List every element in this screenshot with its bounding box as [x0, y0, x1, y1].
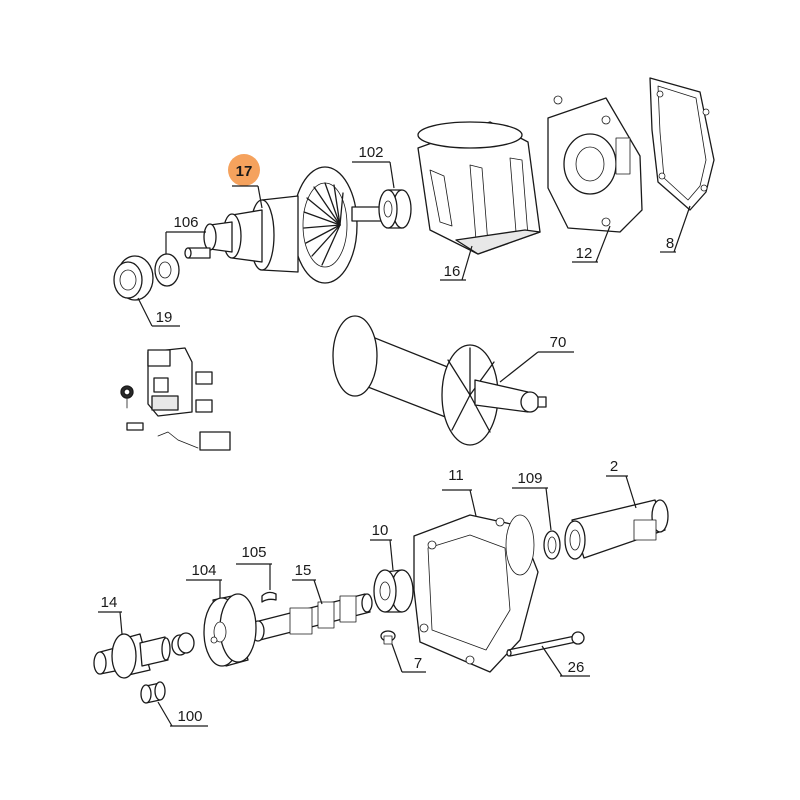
bearing-part-102[interactable]: [378, 189, 412, 229]
callout-102-label: 102: [358, 144, 383, 161]
side-handle-part-70[interactable]: [332, 315, 547, 446]
callout-106[interactable]: 106: [165, 214, 206, 254]
pinion-shaft-part-15[interactable]: [251, 593, 373, 642]
callout-105-label: 105: [241, 544, 266, 561]
gear-part-104[interactable]: [203, 593, 257, 667]
armature-part-17[interactable]: [184, 166, 383, 284]
callout-100[interactable]: 100: [157, 701, 208, 727]
callout-26-label: 26: [568, 659, 585, 676]
callout-8[interactable]: 8: [660, 205, 691, 253]
washer-part-109[interactable]: [543, 530, 561, 560]
sleeve-part-2[interactable]: [564, 499, 669, 560]
callout-10-label: 10: [372, 522, 389, 539]
callout-17-highlight: [228, 154, 260, 186]
callout-26[interactable]: 26: [541, 645, 590, 677]
callout-14[interactable]: 14: [98, 594, 123, 635]
brush-holder-assembly[interactable]: [120, 347, 231, 451]
end-shield-part-12[interactable]: [547, 95, 643, 233]
bearing-part-19[interactable]: [113, 255, 154, 301]
callout-70-label: 70: [550, 334, 567, 351]
callout-11[interactable]: 11: [442, 467, 477, 517]
screw-part-7[interactable]: [380, 630, 396, 645]
washer-part-106[interactable]: [154, 253, 180, 287]
bearing-part-10[interactable]: [373, 569, 414, 613]
key-part-105[interactable]: [261, 591, 277, 603]
spindle-part-14[interactable]: [93, 632, 195, 679]
callout-16[interactable]: 16: [440, 245, 473, 281]
callout-17[interactable]: 17: [228, 154, 263, 209]
callout-12[interactable]: 12: [572, 225, 611, 263]
motor-housing-part-16[interactable]: [417, 121, 541, 255]
callout-104-label: 104: [191, 562, 216, 579]
callout-2-label: 2: [610, 458, 618, 475]
callout-102[interactable]: 102: [352, 144, 395, 189]
callout-15[interactable]: 15: [292, 562, 323, 605]
callout-17-label: 17: [236, 163, 253, 180]
callout-12-label: 12: [576, 245, 593, 262]
callout-11-label: 11: [448, 467, 464, 484]
callout-7[interactable]: 7: [391, 643, 426, 673]
callout-100-label: 100: [177, 708, 202, 725]
callout-70[interactable]: 70: [499, 334, 574, 383]
callout-105[interactable]: 105: [236, 544, 272, 590]
callout-10[interactable]: 10: [370, 522, 394, 571]
callout-15-label: 15: [295, 562, 312, 579]
callout-7-label: 7: [414, 655, 422, 672]
callout-2[interactable]: 2: [606, 458, 637, 509]
callout-109-label: 109: [517, 470, 542, 487]
gasket-part-8[interactable]: [649, 77, 715, 211]
callout-106-label: 106: [173, 214, 198, 231]
needle-bearing-part-100[interactable]: [140, 681, 166, 704]
callout-19[interactable]: 19: [137, 297, 180, 327]
callout-19-label: 19: [156, 309, 173, 326]
gear-housing-part-11[interactable]: [413, 514, 539, 673]
callout-16-label: 16: [444, 263, 461, 280]
callout-8-label: 8: [666, 235, 674, 252]
callout-14-label: 14: [101, 594, 118, 611]
callout-104[interactable]: 104: [186, 562, 222, 598]
callout-109[interactable]: 109: [512, 470, 552, 531]
